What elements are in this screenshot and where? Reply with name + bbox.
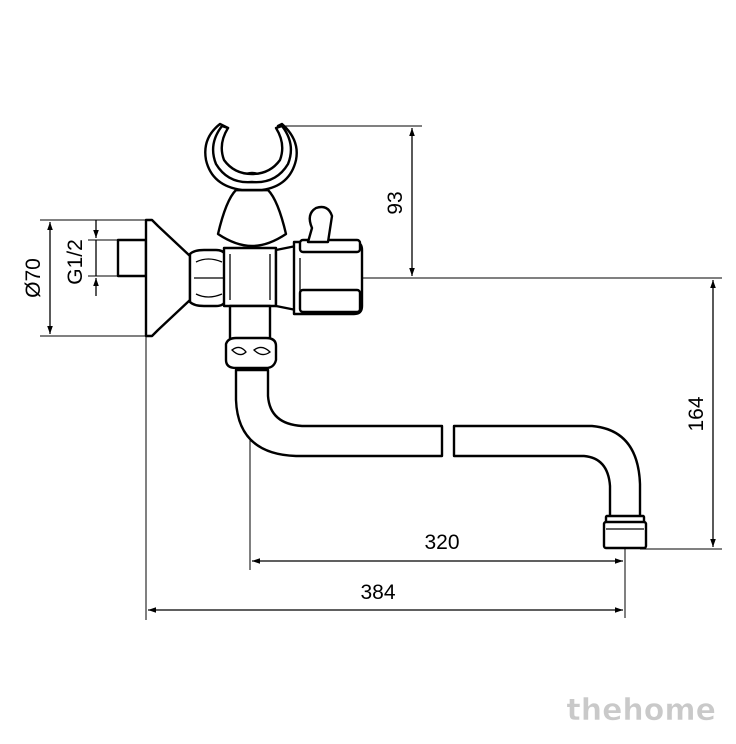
dimension-holder-height: 93 [282, 125, 722, 279]
dimension-overall-length: 384 [145, 336, 623, 620]
valve-body [222, 246, 278, 308]
diverter-lever [306, 205, 334, 244]
overall-length-label: 384 [360, 581, 395, 604]
dimension-spout-reach: 320 [249, 430, 626, 618]
thread-label: G1/2 [64, 239, 87, 285]
spout-swivel-nut [224, 336, 278, 370]
aerator [602, 520, 648, 550]
inlet-thread [116, 238, 148, 278]
spout-section-b [452, 424, 642, 520]
holder-height-label: 93 [384, 191, 407, 214]
spout-reach-label: 320 [424, 531, 459, 554]
wall-flange [144, 218, 192, 338]
diameter-label: Ø70 [22, 258, 45, 298]
dimension-spout-drop: 164 [640, 280, 722, 550]
faucet-body [116, 122, 648, 550]
holder-stem [216, 188, 288, 248]
spout-drop-label: 164 [685, 396, 708, 431]
dimension-thread: G1/2 [64, 220, 118, 296]
watermark-logo: thehome [566, 693, 716, 728]
dimension-diameter: Ø70 [22, 219, 150, 337]
spout-section-a [234, 368, 444, 458]
